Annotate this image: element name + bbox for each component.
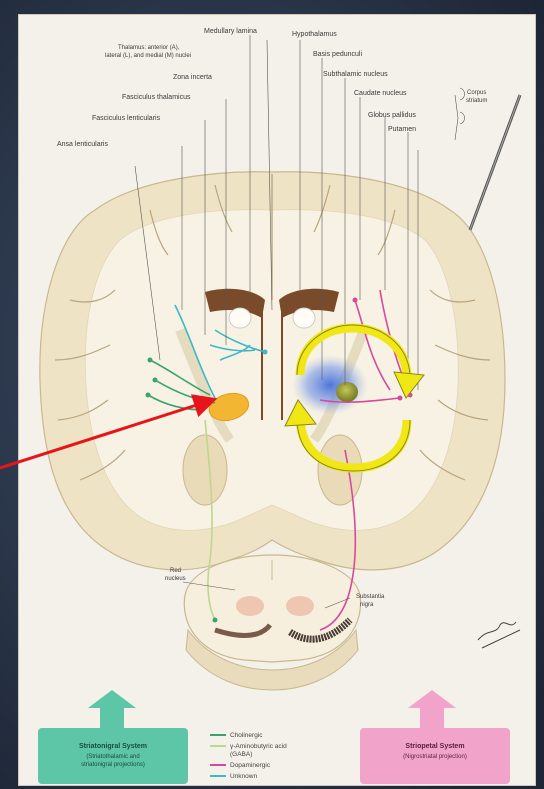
label-subthalamic-nucleus: Subthalamic nucleus: [323, 71, 388, 78]
label-striatum: striatum: [466, 98, 487, 104]
striopetal-sub: (Nigrostriatal projection): [403, 754, 467, 760]
label-red: Red: [170, 568, 181, 574]
label-substantia: Substantia: [356, 594, 385, 600]
temporal-lobe-left: [183, 435, 227, 505]
label-medullary-lamina: Medullary lamina: [204, 28, 257, 35]
label-basis-pedunculi: Basis pedunculi: [313, 51, 362, 58]
label-ansa-lenticularis: Ansa lenticularis: [57, 141, 108, 148]
legend: Cholinergic γ-Aminobutyric acid (GABA) D…: [210, 732, 287, 780]
striatonigral-sub2: striatonigral projections): [81, 762, 145, 768]
striopetal-title: Striopetal System: [405, 743, 464, 750]
striatonigral-title: Striatonigral System: [79, 743, 147, 750]
striatonigral-sub1: (Striatothalamic and: [86, 754, 139, 760]
label-nucleus: nucleus: [165, 576, 186, 582]
label-globus-pallidus: Globus pallidus: [368, 112, 416, 119]
legend-gaba-line2: (GABA): [230, 751, 252, 758]
red-nucleus-shape-right: [286, 596, 314, 616]
label-thalamus-line1: Thalamus: anterior (A),: [118, 45, 180, 51]
globus-pallidus-node: [336, 382, 358, 402]
label-nigra: nigra: [360, 602, 374, 608]
label-corpus: Corpus: [467, 90, 486, 96]
label-fasciculus-thalamicus: Fasciculus thalamicus: [122, 94, 191, 101]
midbrain-section: [184, 555, 360, 690]
striatonigral-arrow: [38, 690, 188, 784]
artist-signature: [478, 622, 520, 648]
label-putamen: Putamen: [388, 126, 416, 133]
label-caudate-nucleus: Caudate nucleus: [354, 90, 407, 97]
legend-unknown: Unknown: [230, 773, 257, 780]
anterior-nucleus-left: [229, 308, 251, 328]
red-nucleus-shape: [236, 596, 264, 616]
label-fasciculus-lenticularis: Fasciculus lenticularis: [92, 115, 161, 122]
label-zona-incerta: Zona incerta: [173, 74, 212, 81]
legend-dopaminergic: Dopaminergic: [230, 762, 271, 769]
legend-cholinergic: Cholinergic: [230, 732, 263, 739]
brain-cross-section: [40, 172, 505, 570]
anterior-nucleus-right: [293, 308, 315, 328]
pointer-pen: [470, 95, 520, 230]
corpus-striatum-brace: [460, 88, 465, 124]
legend-gaba-line1: γ-Aminobutyric acid: [230, 743, 287, 750]
striopetal-arrow: [360, 690, 510, 784]
label-thalamus-line2: lateral (L), and medial (M) nuclei: [105, 53, 191, 59]
label-hypothalamus: Hypothalamus: [292, 31, 337, 38]
